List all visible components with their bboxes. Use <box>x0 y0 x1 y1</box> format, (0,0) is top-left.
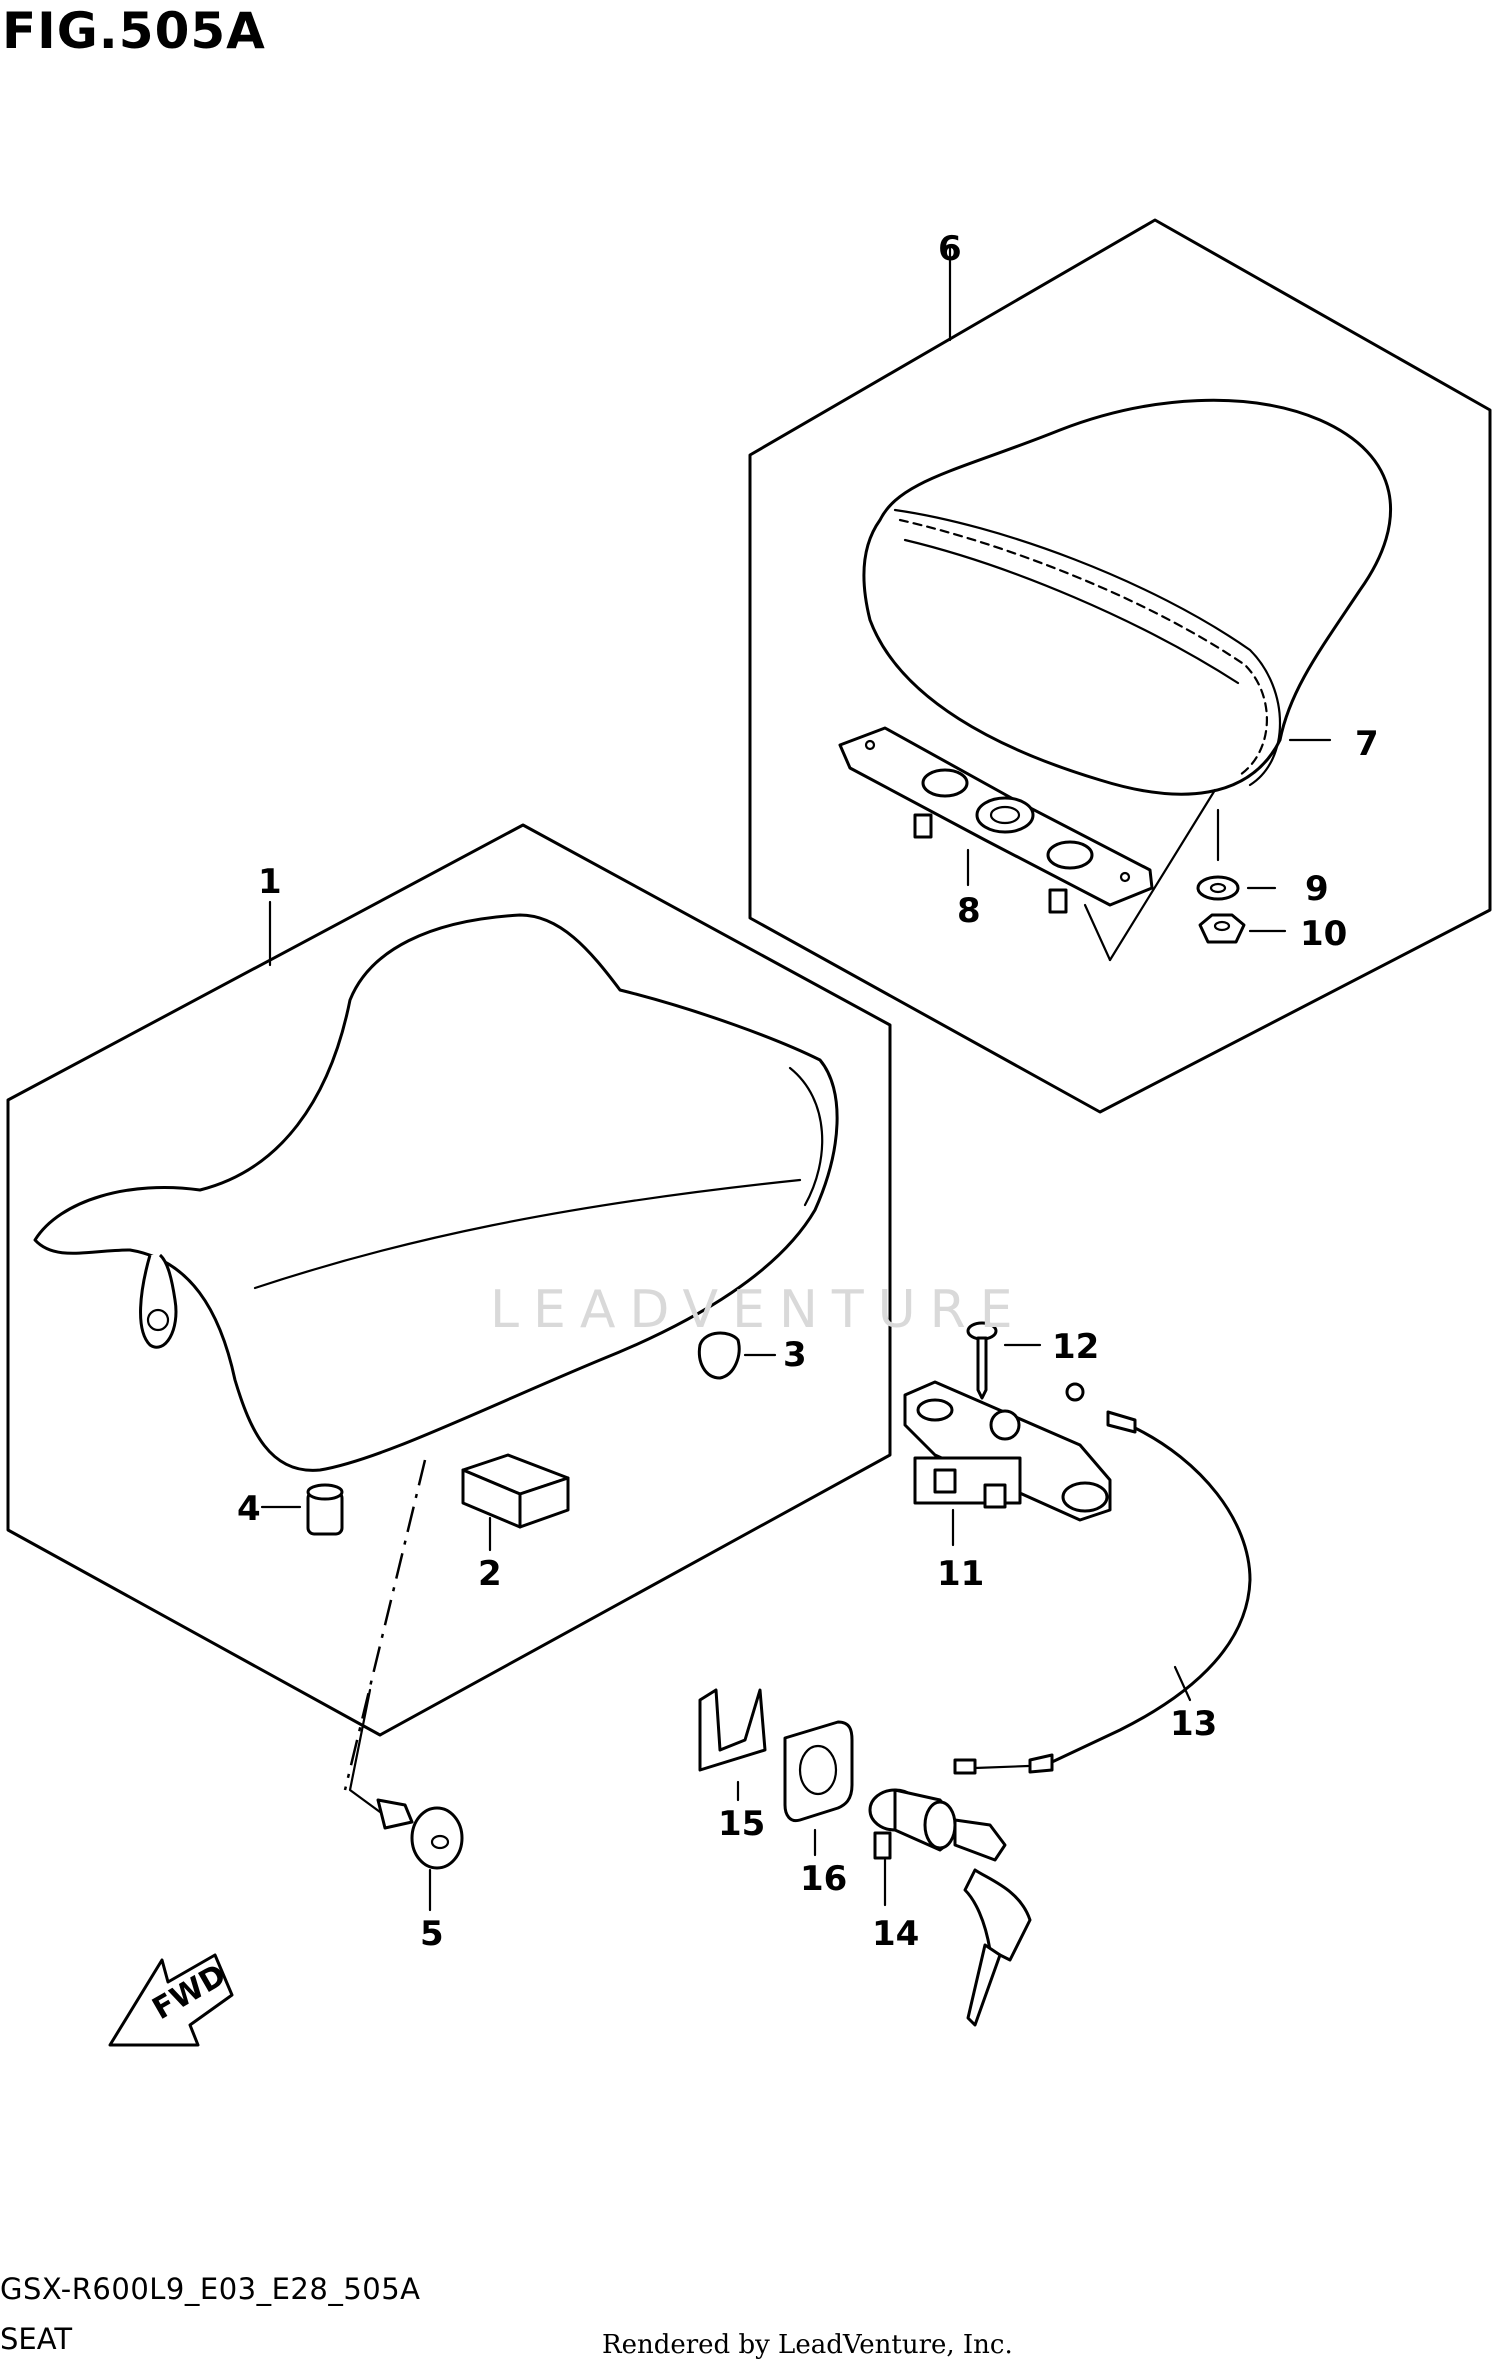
part-15-clip <box>698 1688 767 1802</box>
rendered-by-credit: Rendered by LeadVenture, Inc. <box>602 2330 1013 2360</box>
callout-6[interactable]: 6 <box>938 229 962 269</box>
model-code: GSX-R600L9_E03_E28_505A <box>0 2272 421 2306</box>
part-4-cushion <box>260 1483 344 1536</box>
callout-8[interactable]: 8 <box>957 891 981 931</box>
part-2-block <box>461 1453 570 1552</box>
part-12-screw <box>966 1321 1042 1400</box>
part-5-fastener <box>376 1798 464 1912</box>
part-8-bracket <box>838 726 1154 914</box>
section-name: SEAT <box>0 2322 73 2356</box>
callout-10[interactable]: 10 <box>1300 914 1347 954</box>
callout-5[interactable]: 5 <box>420 1914 444 1954</box>
callout-9[interactable]: 9 <box>1305 869 1329 909</box>
callout-13[interactable]: 13 <box>1170 1704 1217 1744</box>
part-9-washer <box>1196 875 1277 901</box>
callout-16[interactable]: 16 <box>800 1859 847 1899</box>
group-1-outline <box>6 823 892 1737</box>
assembly-line-1-5 <box>343 1459 427 1791</box>
part-10-nut <box>1198 913 1287 944</box>
part-7-rear-seat <box>862 398 1392 796</box>
part-14-key-lock <box>868 1788 1032 2027</box>
fwd-arrow: FWD <box>108 1953 234 2047</box>
callout-12[interactable]: 12 <box>1052 1327 1099 1367</box>
callout-4[interactable]: 4 <box>237 1489 261 1529</box>
group-6-outline <box>748 218 1492 1114</box>
watermark: LEADVENTURE <box>490 1280 1027 1340</box>
callout-3[interactable]: 3 <box>783 1335 807 1375</box>
part-11-latch <box>903 1380 1112 1547</box>
figure-title: FIG.505A <box>2 2 266 60</box>
part-3-grommet <box>697 1331 777 1380</box>
callout-11[interactable]: 11 <box>937 1554 984 1594</box>
callout-7[interactable]: 7 <box>1355 724 1379 764</box>
callout-1[interactable]: 1 <box>258 862 282 902</box>
callout-15[interactable]: 15 <box>718 1804 765 1844</box>
part-16-plate <box>783 1720 854 1857</box>
part-1-front-seat <box>33 913 839 1472</box>
callout-2[interactable]: 2 <box>478 1554 502 1594</box>
part-13-cable <box>953 1382 1252 1775</box>
callout-14[interactable]: 14 <box>872 1914 919 1954</box>
